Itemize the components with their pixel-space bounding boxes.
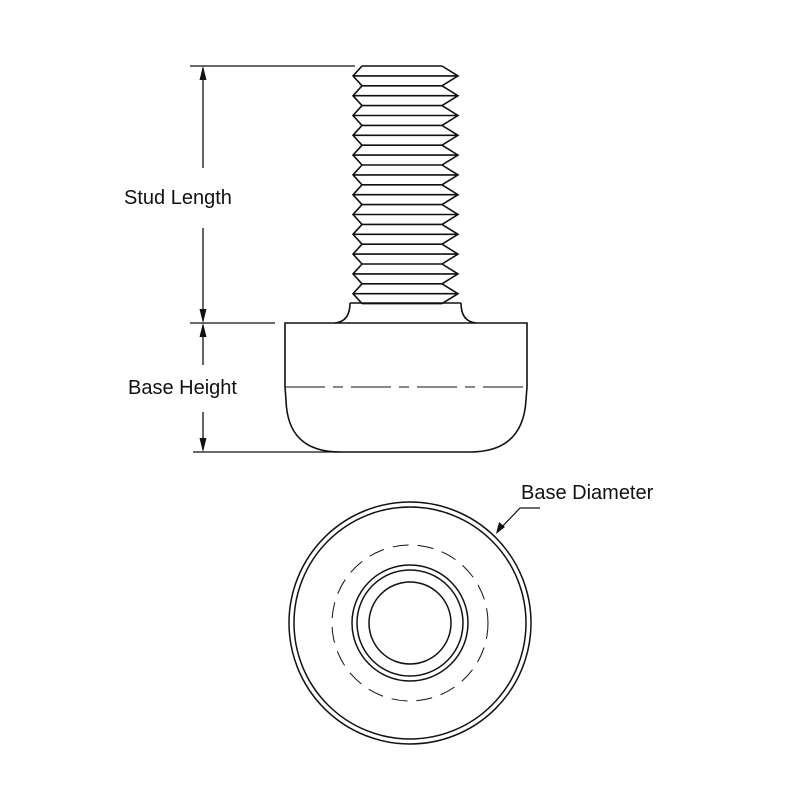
thread-tooth — [351, 164, 460, 186]
thread-tooth — [351, 104, 460, 127]
stud-length-label: Stud Length — [124, 187, 232, 210]
thread-tooth — [351, 65, 460, 87]
arrow-down-icon — [199, 309, 207, 323]
stud-threads — [351, 65, 460, 305]
base-diameter-leader — [496, 507, 540, 534]
stud-major-circle — [356, 569, 464, 677]
base-height-label: Base Height — [128, 377, 237, 400]
dimension-arrows — [199, 66, 207, 452]
thread-tooth — [351, 243, 460, 265]
arrow-up-icon — [199, 66, 207, 80]
stud-neck — [334, 302, 477, 324]
base-bottom-view — [288, 501, 532, 745]
thread-tooth — [351, 283, 460, 305]
base-diameter-label: Base Diameter — [521, 482, 654, 505]
thread-tooth — [351, 184, 460, 206]
arrow-up-icon — [199, 323, 207, 337]
thread-tooth — [351, 223, 460, 245]
thread-tooth — [351, 144, 460, 166]
thread-tooth — [351, 124, 460, 146]
leader-arrow-icon — [496, 522, 505, 534]
stud-minor-circle — [368, 581, 452, 665]
thread-tooth — [351, 203, 460, 226]
arrow-down-icon — [199, 438, 207, 452]
base-hidden-circle — [331, 544, 489, 702]
thread-tooth — [351, 85, 460, 107]
stud-neck-circle — [351, 564, 469, 682]
base-outer-circle — [288, 501, 532, 745]
base-inner-edge-circle — [293, 506, 527, 740]
base-side-view — [284, 322, 528, 453]
thread-tooth — [351, 263, 460, 285]
